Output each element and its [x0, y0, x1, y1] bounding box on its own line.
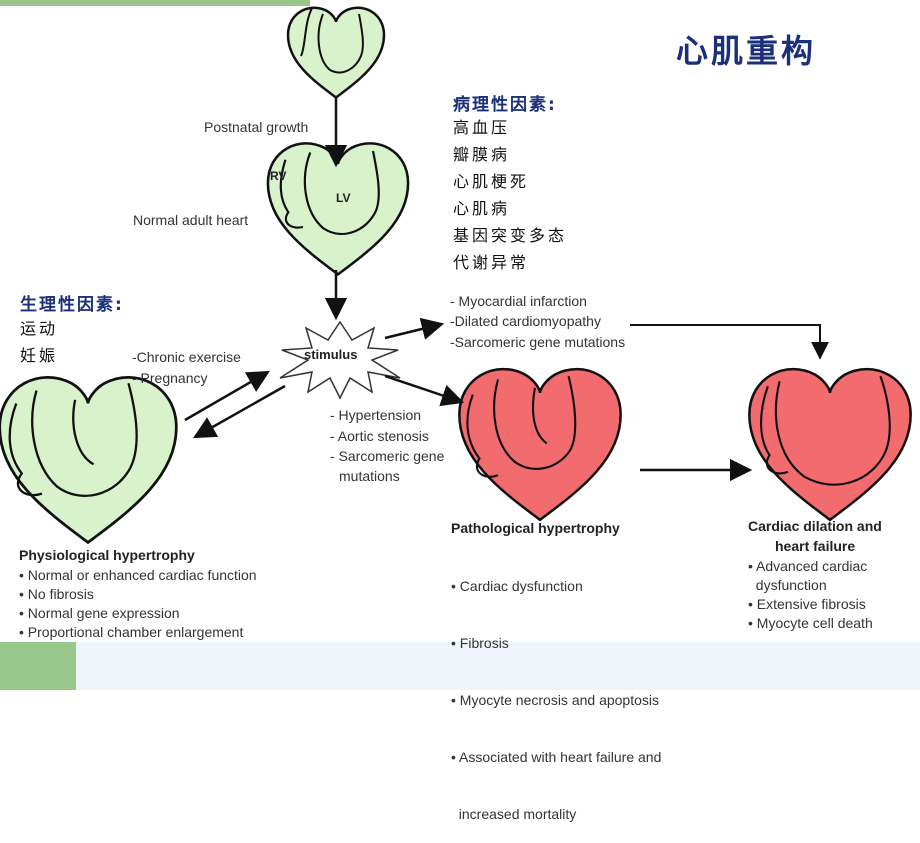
sarcomeric-gene-label-cont: mutations [339, 468, 400, 484]
list-item: 瓣膜病 [453, 145, 511, 164]
bottom-footer-strip [0, 642, 920, 690]
myocardial-infarction-label: - Myocardial infarction [450, 293, 587, 309]
pathological-factors-list: 高血压 瓣膜病 心肌梗死 心肌病 基因突变多态 代谢异常 [453, 114, 567, 276]
physiological-heart [0, 375, 178, 545]
list-item: 运动 [20, 319, 59, 338]
arrow-from-physiological [193, 384, 286, 439]
physiological-factors-list: 运动 妊娠 [20, 315, 58, 369]
list-item: • Advanced cardiac [748, 558, 868, 574]
pathological-factors-heading: 病理性因素: [453, 95, 557, 115]
list-item: dysfunction [748, 577, 827, 593]
list-item: • Cardiac dysfunction [451, 578, 583, 594]
rv-label: RV [270, 169, 287, 183]
list-item: 妊娠 [20, 346, 59, 365]
bottom-accent-block [0, 642, 76, 690]
top-accent-bar [0, 0, 310, 6]
list-item: • Myocyte necrosis and apoptosis [451, 692, 660, 708]
dilated-cardiomyopathy-label: -Dilated cardiomyopathy [450, 313, 601, 329]
list-item: • Normal or enhanced cardiac function [19, 567, 257, 583]
lv-label: LV [336, 191, 351, 205]
small-heart [286, 6, 386, 100]
hypertension-label: - Hypertension [330, 407, 422, 423]
list-item: • No fibrosis [19, 586, 94, 602]
list-item: • Associated with heart failure and [451, 749, 662, 765]
cardiac-dilation-title-cont: heart failure [775, 538, 856, 554]
remodeling-diagram [0, 6, 912, 545]
pregnancy-label: - Pregnancy [132, 370, 208, 386]
pathological-hypertrophy-list: • Cardiac dysfunction • Fibrosis • Myocy… [451, 539, 661, 843]
normal-adult-heart [266, 142, 410, 276]
physiological-hypertrophy-list: • Normal or enhanced cardiac function • … [19, 566, 257, 642]
pathological-hypertrophy-title: Pathological hypertrophy [451, 520, 620, 536]
list-item: • Fibrosis [451, 635, 509, 651]
list-item: • Proportional chamber enlargement [19, 624, 244, 640]
page-title: 心肌重构 [676, 32, 817, 70]
list-item: increased mortality [451, 806, 577, 822]
arrow-to-dilated-heart [630, 324, 829, 360]
cardiac-dilation-title: Cardiac dilation and [748, 518, 882, 534]
cardiac-dilation-list: • Advanced cardiac dysfunction • Extensi… [748, 557, 873, 633]
normal-adult-heart-label: Normal adult heart [133, 212, 249, 228]
sarcomeric-gene-label: - Sarcomeric gene [330, 448, 445, 464]
aortic-stenosis-label: - Aortic stenosis [330, 428, 429, 444]
list-item: • Normal gene expression [19, 605, 180, 621]
list-item: 心肌梗死 [453, 172, 530, 191]
list-item: 心肌病 [453, 199, 511, 218]
arrow-to-dilated-causes [384, 317, 445, 340]
list-item: 高血压 [453, 118, 511, 137]
list-item: 代谢异常 [453, 253, 530, 272]
arrow-to-pathological [384, 374, 465, 407]
physiological-factors-heading: 生理性因素: [20, 295, 124, 315]
list-item: • Myocyte cell death [748, 615, 873, 631]
pathological-heart [458, 367, 622, 522]
stimulus-label: stimulus [304, 347, 358, 362]
list-item: • Extensive fibrosis [748, 596, 866, 612]
stimulus-burst [279, 320, 401, 400]
sarcomeric-gene-mutations-label: -Sarcomeric gene mutations [450, 334, 626, 350]
arrow-to-physiological [184, 370, 270, 422]
dilated-heart [748, 367, 912, 522]
list-item: 基因突变多态 [453, 226, 568, 245]
chronic-exercise-label: -Chronic exercise [132, 349, 241, 365]
postnatal-growth-label: Postnatal growth [204, 119, 309, 135]
physiological-hypertrophy-title: Physiological hypertrophy [19, 547, 195, 563]
